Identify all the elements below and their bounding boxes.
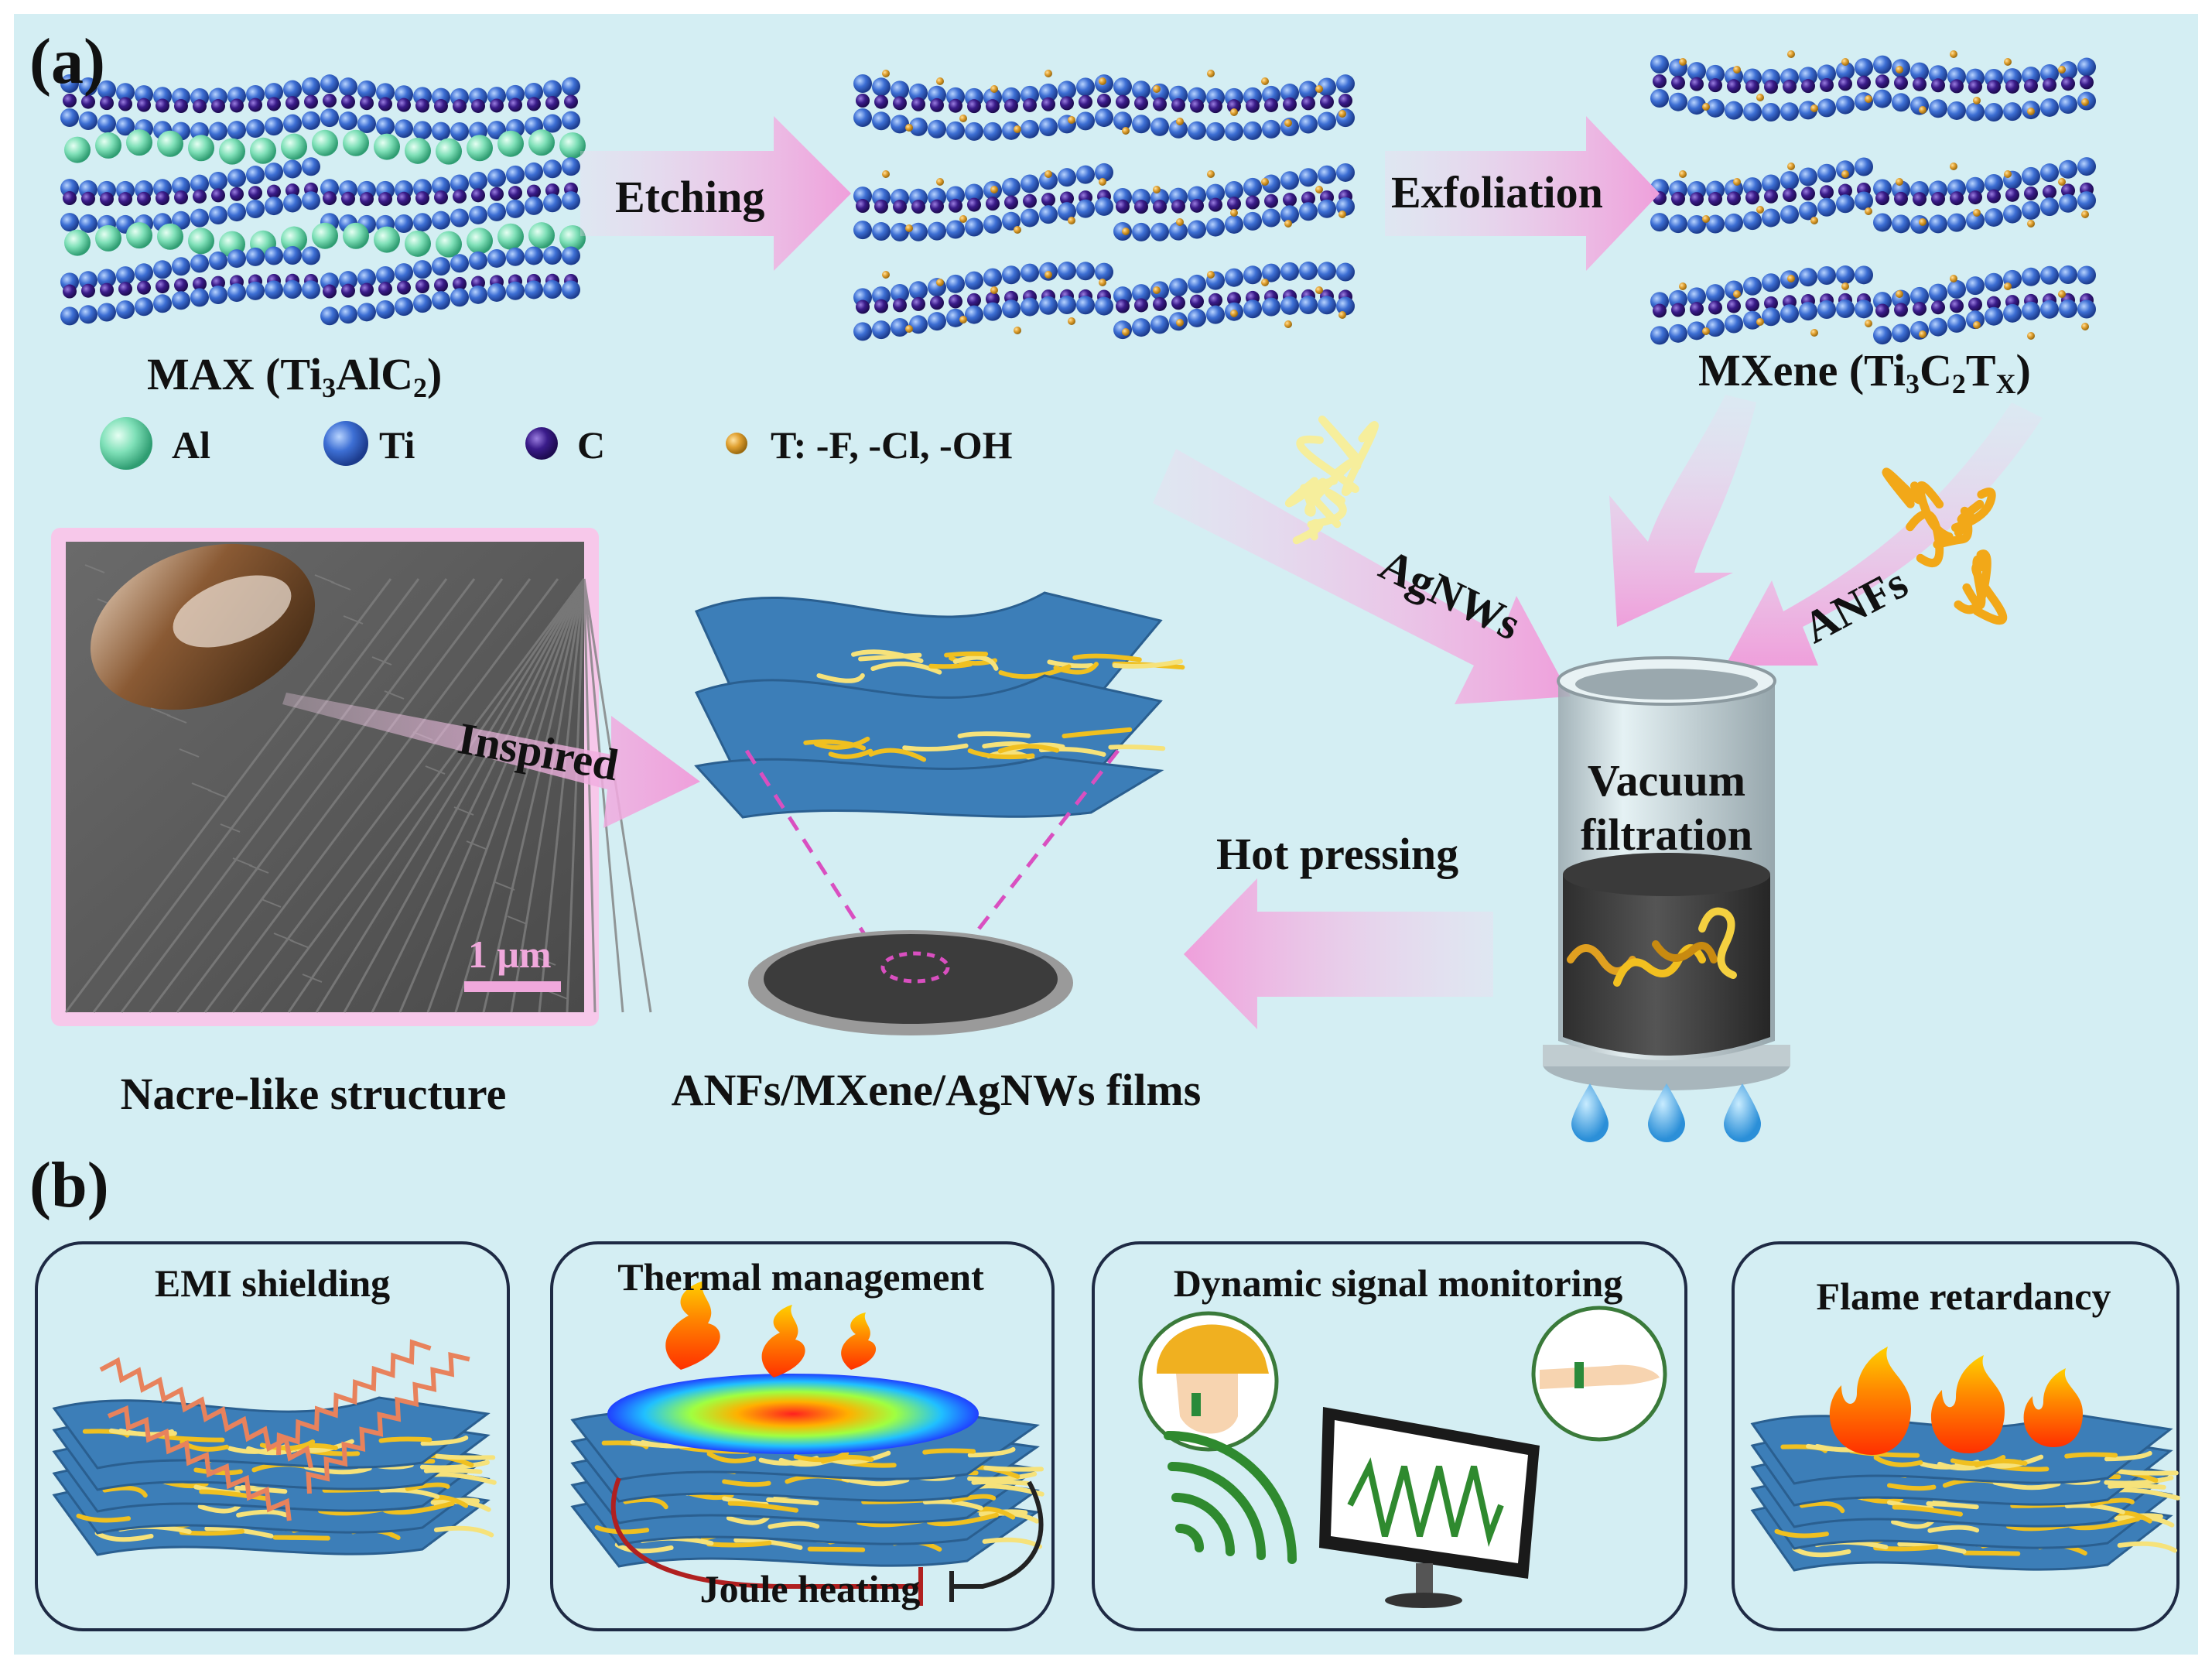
c-legend-sphere <box>525 427 558 460</box>
card-emi-title: EMI shielding <box>154 1261 391 1305</box>
hot-pressing-arrow <box>1184 878 1493 1029</box>
joule-circuit <box>610 1477 921 1589</box>
film-disc <box>764 934 1058 1024</box>
panel-b-label: (b) <box>29 1149 109 1221</box>
legend-al-label: Al <box>172 423 210 467</box>
beaker-fibers <box>1567 907 1737 987</box>
sem-texture <box>64 564 652 1013</box>
legend-ti-label: Ti <box>379 423 415 467</box>
card-flame-title: Flame retardancy <box>1816 1275 2111 1318</box>
etching-label: Etching <box>615 172 765 222</box>
ti-legend-sphere <box>323 421 368 466</box>
worker-face-icon <box>1176 1374 1238 1434</box>
emi-waves <box>99 1339 470 1521</box>
thermal-film-stack <box>570 1408 1044 1568</box>
al-legend-sphere <box>100 417 152 470</box>
mxene-label: MXene (Ti3C2TX) <box>1698 345 2031 400</box>
etched-crystal-structure <box>853 70 1355 341</box>
panel-a-label: (a) <box>29 26 105 98</box>
exfoliation-arrow <box>1385 116 1660 271</box>
nacre-film-stack <box>694 591 1185 819</box>
anfs-arrow <box>1725 402 2043 666</box>
legend-t-label: T: -F, -Cl, -OH <box>771 423 1013 467</box>
flame-icon-1 <box>1829 1347 1911 1455</box>
wrist-hand-icon <box>1540 1364 1660 1389</box>
filtration-label: filtration <box>1580 809 1753 860</box>
scale-bar <box>464 981 561 992</box>
inspired-arrow <box>282 693 700 828</box>
nacre-caption: Nacre-like structure <box>120 1069 507 1119</box>
monitor-icon <box>1319 1407 1540 1608</box>
water-drop-2 <box>1648 1083 1685 1142</box>
legend-c-label: C <box>577 423 606 467</box>
projection-line-right <box>956 749 1120 957</box>
max-crystal-structure <box>60 74 586 326</box>
card-signal-title: Dynamic signal monitoring <box>1173 1261 1623 1305</box>
max-label: MAX (Ti3AlC2) <box>147 349 443 404</box>
scale-bar-label: 1 μm <box>468 933 552 976</box>
vacuum-filtration-beaker <box>1543 656 1790 1090</box>
mxene-down-arrow <box>1609 395 1756 627</box>
vacuum-label: Vacuum <box>1587 755 1746 806</box>
thermal-flame-1 <box>665 1281 720 1370</box>
agnws-arrow <box>1153 449 1571 704</box>
heat-map <box>607 1374 979 1454</box>
emi-film-stack <box>52 1396 497 1556</box>
films-caption: ANFs/MXene/AgNWs films <box>671 1065 1202 1115</box>
flame-icon-3 <box>2023 1368 2083 1447</box>
projection-line-left <box>744 749 880 957</box>
flame-icon-2 <box>1930 1355 2005 1453</box>
water-drop-3 <box>1724 1083 1761 1142</box>
joule-wire-return <box>952 1480 1044 1589</box>
etching-arrow <box>580 116 851 271</box>
thermal-flame-3 <box>841 1313 877 1370</box>
agnws-cluster <box>1285 416 1380 545</box>
worker-sensor-icon <box>1191 1393 1201 1416</box>
mxene-crystal-structure <box>1650 50 2096 345</box>
worker-helmet-icon <box>1157 1324 1269 1374</box>
thermal-flame-2 <box>761 1305 805 1378</box>
card-thermal-title: Thermal management <box>617 1255 984 1299</box>
film-disc-highlight <box>880 951 950 984</box>
exfoliation-label: Exfoliation <box>1391 167 1603 217</box>
t-legend-sphere <box>726 433 747 454</box>
joule-heating-label: Joule heating <box>699 1567 921 1610</box>
wireless-signal-icon <box>1164 1431 1297 1564</box>
hot-pressing-label: Hot pressing <box>1216 829 1459 879</box>
wrist-sensor-icon <box>1574 1362 1584 1388</box>
anfs-cluster <box>1882 467 2008 625</box>
shell-highlight <box>173 575 292 648</box>
water-drop-1 <box>1571 1083 1609 1142</box>
